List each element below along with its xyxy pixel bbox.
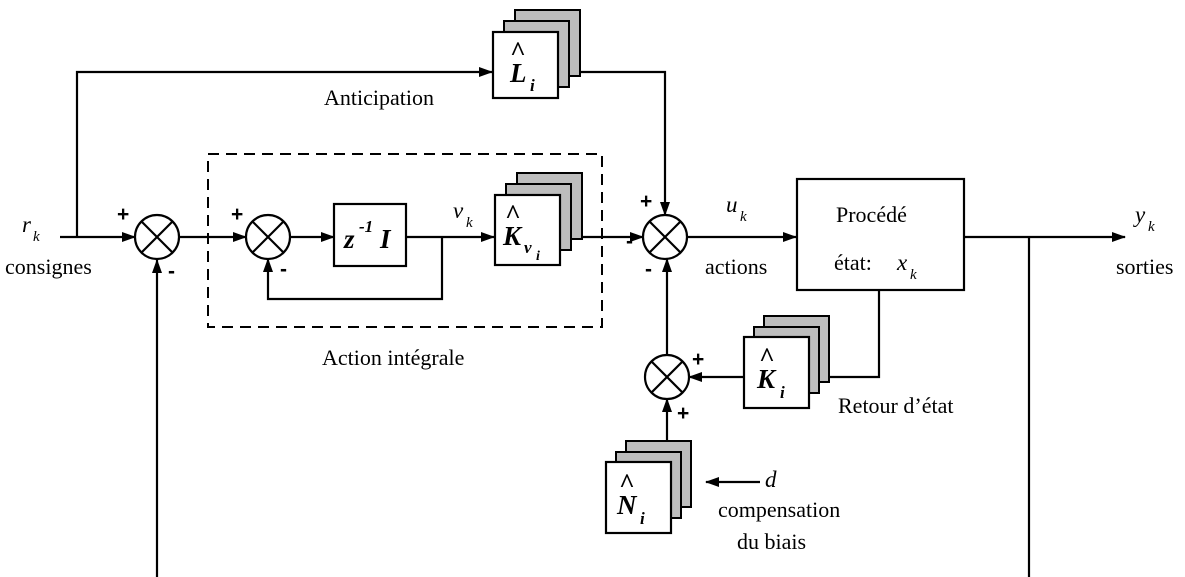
- signal-r-sub: k: [33, 229, 40, 245]
- label-action-integrale: Action intégrale: [322, 345, 464, 370]
- block-Kv-hat: ^: [505, 199, 520, 229]
- block-K-symbol: K: [756, 364, 777, 394]
- block-K-sub: i: [780, 383, 785, 402]
- label-compensation: compensation: [718, 497, 840, 522]
- sign-s3-left: -: [626, 230, 633, 253]
- summer-2: [244, 213, 292, 261]
- signal-d: d: [765, 467, 777, 492]
- line-L-output: [555, 70, 670, 216]
- block-Kv-sub: v: [524, 238, 532, 257]
- block-L-hat: ^: [510, 36, 525, 66]
- summer-3: [641, 213, 689, 261]
- block-procede: Procédé état: x k: [795, 177, 966, 292]
- line-state-feedback: [819, 290, 881, 379]
- summer-1: [133, 213, 181, 261]
- block-L-symbol: L: [509, 58, 527, 88]
- block-L-sub: i: [530, 76, 535, 95]
- block-delay-z: z: [343, 224, 355, 254]
- sign-s2-left: +: [231, 203, 243, 226]
- block-delay-exp: -1: [359, 217, 373, 236]
- sign-s1-left: +: [117, 203, 129, 226]
- signal-y-sub: k: [1148, 219, 1155, 235]
- line-integral-loop: [263, 237, 444, 301]
- sign-s4-right: +: [692, 348, 704, 371]
- block-L: L ^ i: [491, 9, 581, 100]
- label-actions: actions: [705, 254, 767, 279]
- block-Kv: K ^ v i: [493, 172, 583, 267]
- block-delay: z -1 I: [332, 202, 408, 268]
- sign-s1-bottom: -: [168, 260, 175, 283]
- summer-4: [643, 353, 691, 401]
- block-delay-I: I: [379, 224, 392, 254]
- signal-y: y: [1133, 202, 1146, 227]
- block-N-hat: ^: [619, 468, 634, 498]
- label-anticipation: Anticipation: [324, 85, 434, 110]
- signal-r: r: [22, 212, 32, 237]
- block-Kv-subsub: i: [536, 249, 540, 264]
- procede-etat-label: état:: [834, 250, 872, 275]
- line-feedforward: [75, 67, 493, 237]
- integral-action-region: [207, 153, 603, 328]
- signal-v: v: [453, 198, 464, 223]
- sign-s3-top: +: [640, 190, 652, 213]
- signal-u-sub: k: [740, 209, 747, 225]
- signal-v-sub: k: [466, 215, 473, 231]
- label-du-biais: du biais: [737, 529, 806, 554]
- sign-s4-bottom: +: [677, 402, 689, 425]
- block-N-sub: i: [640, 509, 645, 528]
- signal-u: u: [726, 192, 738, 217]
- block-Kv-symbol: K: [502, 221, 523, 251]
- block-N-symbol: N: [616, 490, 638, 520]
- block-K: K ^ i: [742, 315, 830, 410]
- label-consignes: consignes: [5, 254, 92, 279]
- procede-x-sub: k: [910, 267, 917, 283]
- label-sorties: sorties: [1116, 254, 1173, 279]
- sign-s3-bottom: -: [645, 258, 652, 281]
- sign-s2-bottom: -: [280, 258, 287, 281]
- block-N: N ^ i: [604, 440, 692, 535]
- label-retour-etat: Retour d’état: [838, 393, 953, 418]
- block-K-hat: ^: [759, 342, 774, 372]
- procede-x: x: [896, 250, 908, 275]
- procede-title: Procédé: [836, 202, 907, 227]
